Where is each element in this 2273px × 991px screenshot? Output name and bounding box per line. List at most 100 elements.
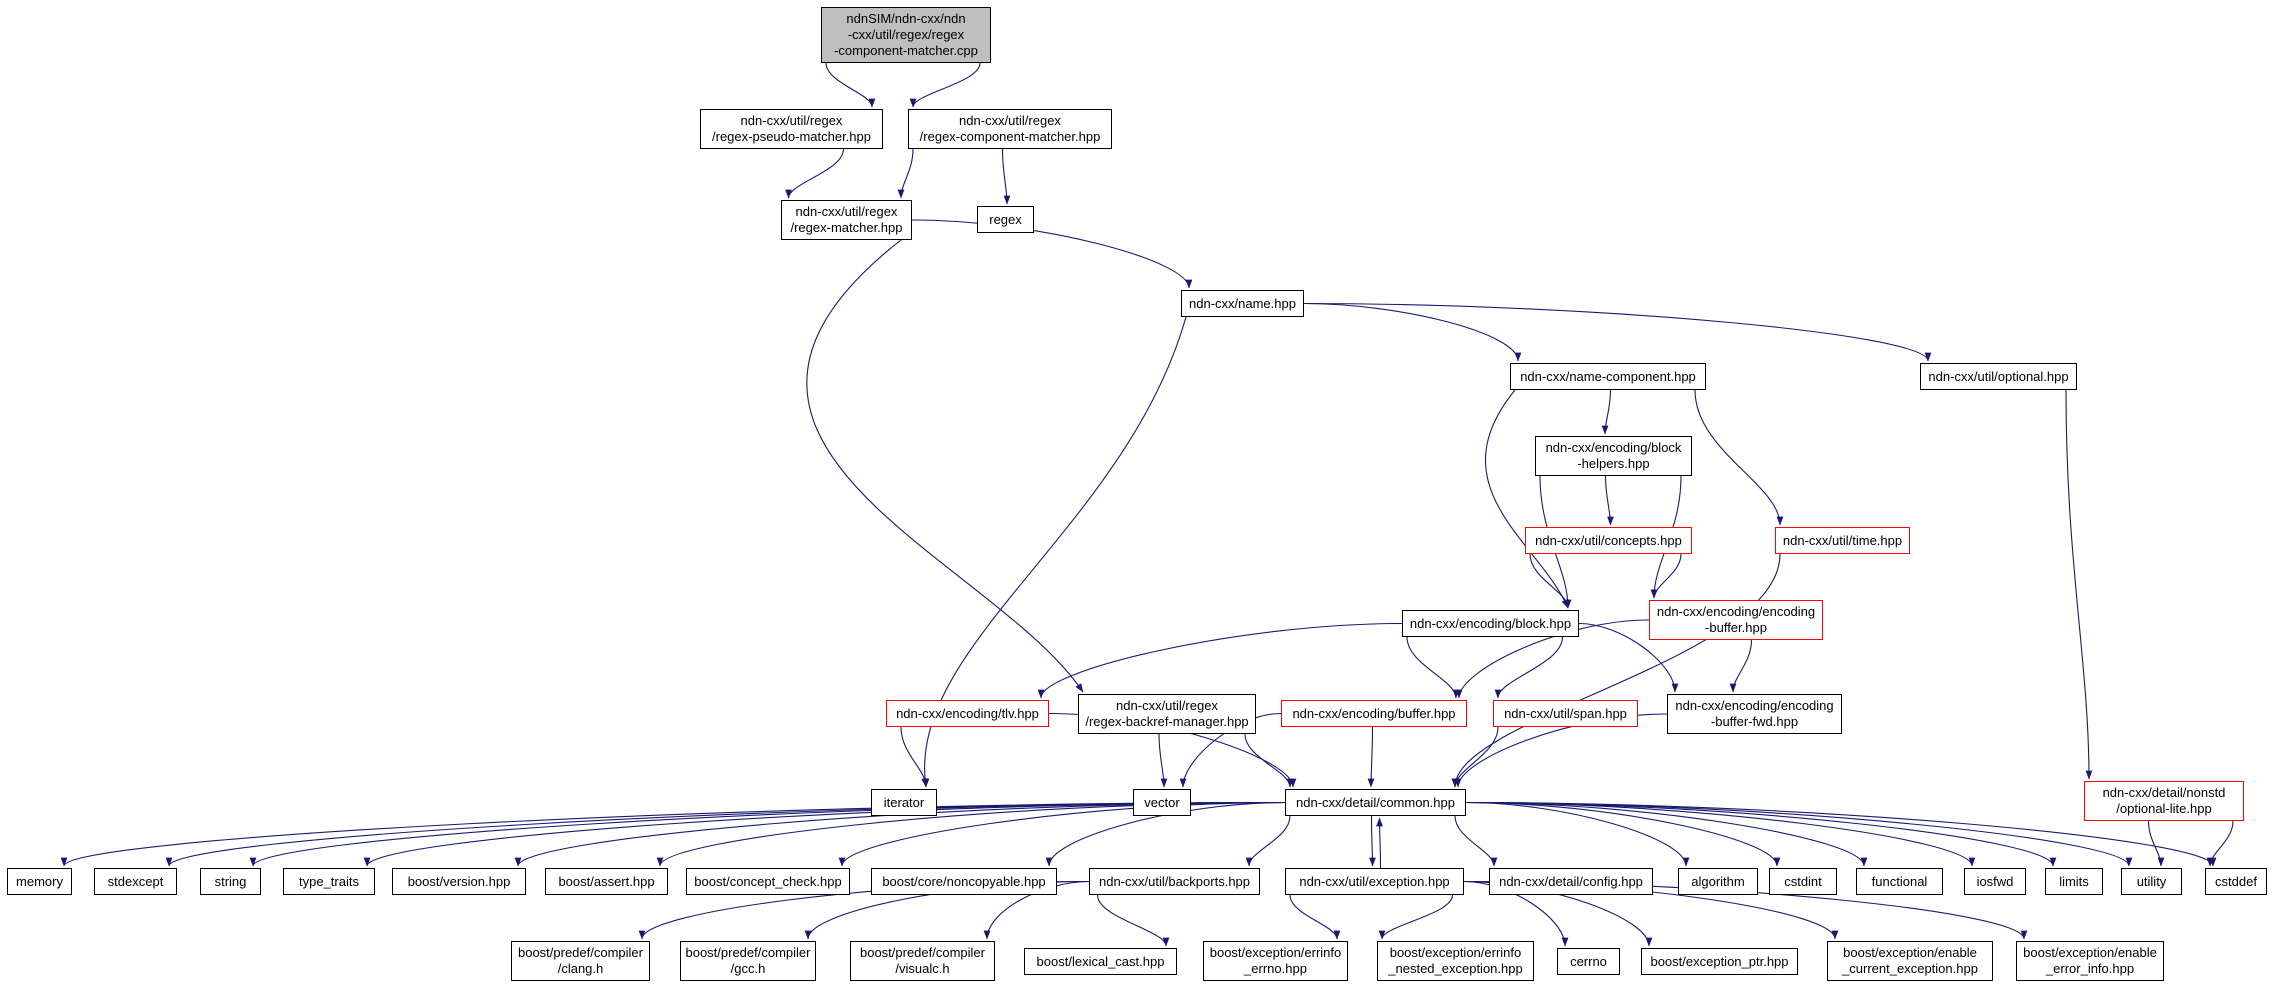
graph-node-block-helpers-hpp[interactable]: ndn-cxx/encoding/block -helpers.hpp xyxy=(1535,436,1692,476)
edge-common-hpp-to-algorithm-std xyxy=(1465,801,1690,867)
edge-common-hpp-to-boost-concept-check-hpp xyxy=(838,801,1286,867)
edge-common-hpp-to-type-traits-std xyxy=(363,801,1286,867)
graph-node-functional-std: functional xyxy=(1856,868,1943,895)
graph-node-regex-component-matcher-cpp: ndnSIM/ndn-cxx/ndn -cxx/util/regex/regex… xyxy=(821,7,991,63)
graph-node-config-hpp[interactable]: ndn-cxx/detail/config.hpp xyxy=(1489,868,1653,895)
edge-common-hpp-to-boost-core-noncopyable-hpp xyxy=(1045,801,1286,867)
edge-common-hpp-to-functional-std xyxy=(1465,801,1868,867)
graph-node-optional-lite-hpp[interactable]: ndn-cxx/detail/nonstd /optional-lite.hpp xyxy=(2084,781,2244,821)
edge-block-helpers-hpp-to-concepts-hpp xyxy=(1604,475,1614,526)
graph-node-exception-hpp[interactable]: ndn-cxx/util/exception.hpp xyxy=(1285,868,1464,895)
graph-node-name-hpp[interactable]: ndn-cxx/name.hpp xyxy=(1181,290,1304,317)
graph-node-optional-hpp[interactable]: ndn-cxx/util/optional.hpp xyxy=(1920,363,2077,390)
edge-exception-hpp-to-common-hpp xyxy=(1376,817,1383,869)
graph-node-memory-std: memory xyxy=(7,868,72,895)
graph-node-regex-pseudo-matcher-hpp[interactable]: ndn-cxx/util/regex /regex-pseudo-matcher… xyxy=(700,109,883,149)
graph-node-limits-std: limits xyxy=(2045,868,2103,895)
edge-name-hpp-to-name-component-hpp xyxy=(1303,302,1522,362)
edge-regex-pseudo-matcher-hpp-to-regex-matcher-hpp xyxy=(785,148,845,199)
graph-node-vector-std: vector xyxy=(1133,789,1191,816)
edge-buffer-hpp-to-common-hpp xyxy=(1367,726,1375,788)
graph-node-boost-errinfo-nested-exception-hpp: boost/exception/errinfo _nested_exceptio… xyxy=(1377,941,1534,981)
graph-node-span-hpp[interactable]: ndn-cxx/util/span.hpp xyxy=(1493,700,1638,727)
edge-optional-lite-hpp-to-cstddef-std xyxy=(2206,820,2234,867)
edge-regex-backref-manager-hpp-to-vector-std xyxy=(1158,733,1168,788)
edge-regex-component-matcher-hpp-to-regex-std xyxy=(1001,148,1011,205)
edge-name-component-hpp-to-block-hpp xyxy=(1484,389,1569,609)
edge-name-component-hpp-to-time-hpp xyxy=(1694,389,1784,526)
edge-block-hpp-to-buffer-hpp xyxy=(1406,636,1460,699)
edge-regex-matcher-hpp-to-name-hpp xyxy=(911,219,1193,289)
edge-tlv-hpp-to-iterator-std xyxy=(900,726,930,788)
edge-regex-matcher-hpp-to-regex-backref-manager-hpp xyxy=(806,239,1084,693)
graph-node-stdexcept-std: stdexcept xyxy=(94,868,177,895)
edge-layer xyxy=(60,62,2234,947)
edge-name-component-hpp-to-block-helpers-hpp xyxy=(1601,389,1612,435)
edge-name-hpp-to-optional-hpp xyxy=(1303,302,1932,362)
graph-node-boost-version-hpp: boost/version.hpp xyxy=(392,868,526,895)
graph-node-iterator-std: iterator xyxy=(871,789,937,816)
graph-node-backports-hpp[interactable]: ndn-cxx/util/backports.hpp xyxy=(1089,868,1260,895)
graph-node-boost-concept-check-hpp: boost/concept_check.hpp xyxy=(686,868,850,895)
edge-backports-hpp-to-boost-predef-visualc-h xyxy=(983,880,1090,940)
graph-node-boost-assert-hpp: boost/assert.hpp xyxy=(545,868,668,895)
graph-node-algorithm-std: algorithm xyxy=(1678,868,1758,895)
edge-encoding-buffer-hpp-to-encoding-buffer-fwd-hpp xyxy=(1729,639,1753,693)
graph-node-boost-predef-visualc-h: boost/predef/compiler /visualc.h xyxy=(850,941,995,981)
edge-common-hpp-to-cstddef-std xyxy=(1465,801,2217,867)
edge-regex-component-matcher-cpp-to-regex-component-matcher-hpp xyxy=(909,62,981,108)
edge-encoding-buffer-hpp-to-buffer-hpp xyxy=(1455,619,1650,699)
graph-node-string-std: string xyxy=(200,868,261,895)
graph-node-type-traits-std: type_traits xyxy=(283,868,375,895)
edge-concepts-hpp-to-block-hpp xyxy=(1529,553,1572,609)
graph-node-boost-predef-gcc-h: boost/predef/compiler /gcc.h xyxy=(680,941,816,981)
edge-block-hpp-to-span-hpp xyxy=(1494,636,1564,699)
edge-block-hpp-to-encoding-buffer-fwd-hpp xyxy=(1578,622,1679,693)
edge-common-hpp-to-exception-hpp xyxy=(1369,815,1376,867)
graph-node-iosfwd-std: iosfwd xyxy=(1964,868,2026,895)
edge-concepts-hpp-to-encoding-buffer-hpp xyxy=(1650,553,1682,599)
graph-node-boost-exception-ptr-hpp: boost/exception_ptr.hpp xyxy=(1641,948,1798,975)
graph-node-name-component-hpp[interactable]: ndn-cxx/name-component.hpp xyxy=(1510,363,1706,390)
graph-node-time-hpp[interactable]: ndn-cxx/util/time.hpp xyxy=(1775,527,1910,554)
edge-exception-hpp-to-cerrno-std xyxy=(1463,880,1569,947)
graph-node-boost-lexical-cast-hpp: boost/lexical_cast.hpp xyxy=(1024,948,1177,975)
graph-node-tlv-hpp[interactable]: ndn-cxx/encoding/tlv.hpp xyxy=(886,700,1049,727)
graph-node-encoding-buffer-fwd-hpp[interactable]: ndn-cxx/encoding/encoding -buffer-fwd.hp… xyxy=(1667,694,1842,734)
graph-node-regex-std: regex xyxy=(977,206,1034,233)
edge-optional-lite-hpp-to-utility-std xyxy=(2147,820,2165,867)
graph-node-cstdint-std: cstdint xyxy=(1769,868,1837,895)
edge-common-hpp-to-stdexcept-std xyxy=(165,801,1286,867)
edge-name-hpp-to-iterator-std xyxy=(921,316,1187,788)
edge-common-hpp-to-memory-std xyxy=(60,801,1286,867)
edge-buffer-hpp-to-vector-std xyxy=(1179,712,1282,788)
graph-node-cerrno-std: cerrno xyxy=(1557,948,1620,975)
edge-common-hpp-to-string-std xyxy=(249,801,1286,867)
edge-exception-hpp-to-boost-errinfo-errno-hpp xyxy=(1289,894,1341,940)
edge-regex-component-matcher-cpp-to-regex-pseudo-matcher-hpp xyxy=(825,62,876,108)
graph-node-buffer-hpp[interactable]: ndn-cxx/encoding/buffer.hpp xyxy=(1281,700,1467,727)
graph-node-regex-matcher-hpp[interactable]: ndn-cxx/util/regex /regex-matcher.hpp xyxy=(781,200,912,240)
graph-node-block-hpp[interactable]: ndn-cxx/encoding/block.hpp xyxy=(1402,610,1579,637)
graph-node-regex-component-matcher-hpp[interactable]: ndn-cxx/util/regex /regex-component-matc… xyxy=(908,109,1112,149)
edge-exception-hpp-to-boost-errinfo-nested-exception-hpp xyxy=(1378,894,1454,940)
graph-node-utility-std: utility xyxy=(2121,868,2182,895)
graph-node-cstddef-std: cstddef xyxy=(2205,868,2267,895)
edge-common-hpp-to-backports-hpp xyxy=(1245,815,1291,867)
graph-node-common-hpp[interactable]: ndn-cxx/detail/common.hpp xyxy=(1285,789,1466,816)
edge-backports-hpp-to-boost-lexical-cast-hpp xyxy=(1096,894,1170,947)
edge-time-hpp-to-common-hpp xyxy=(1451,553,1781,788)
graph-node-boost-core-noncopyable-hpp: boost/core/noncopyable.hpp xyxy=(871,868,1057,895)
edge-common-hpp-to-cstdint-std xyxy=(1465,801,1781,867)
graph-node-regex-backref-manager-hpp[interactable]: ndn-cxx/util/regex /regex-backref-manage… xyxy=(1078,694,1256,734)
edge-block-hpp-to-tlv-hpp xyxy=(1037,622,1403,699)
graph-node-boost-enable-current-exception-hpp: boost/exception/enable _current_exceptio… xyxy=(1827,941,1993,981)
graph-node-boost-enable-error-info-hpp: boost/exception/enable _error_info.hpp xyxy=(2016,941,2164,981)
graph-node-boost-predef-clang-h: boost/predef/compiler /clang.h xyxy=(511,941,650,981)
graph-node-boost-errinfo-errno-hpp: boost/exception/errinfo _errno.hpp xyxy=(1203,941,1348,981)
edge-common-hpp-to-config-hpp xyxy=(1454,815,1498,867)
graph-node-concepts-hpp[interactable]: ndn-cxx/util/concepts.hpp xyxy=(1525,527,1692,554)
graph-node-encoding-buffer-hpp[interactable]: ndn-cxx/encoding/encoding -buffer.hpp xyxy=(1649,600,1823,640)
